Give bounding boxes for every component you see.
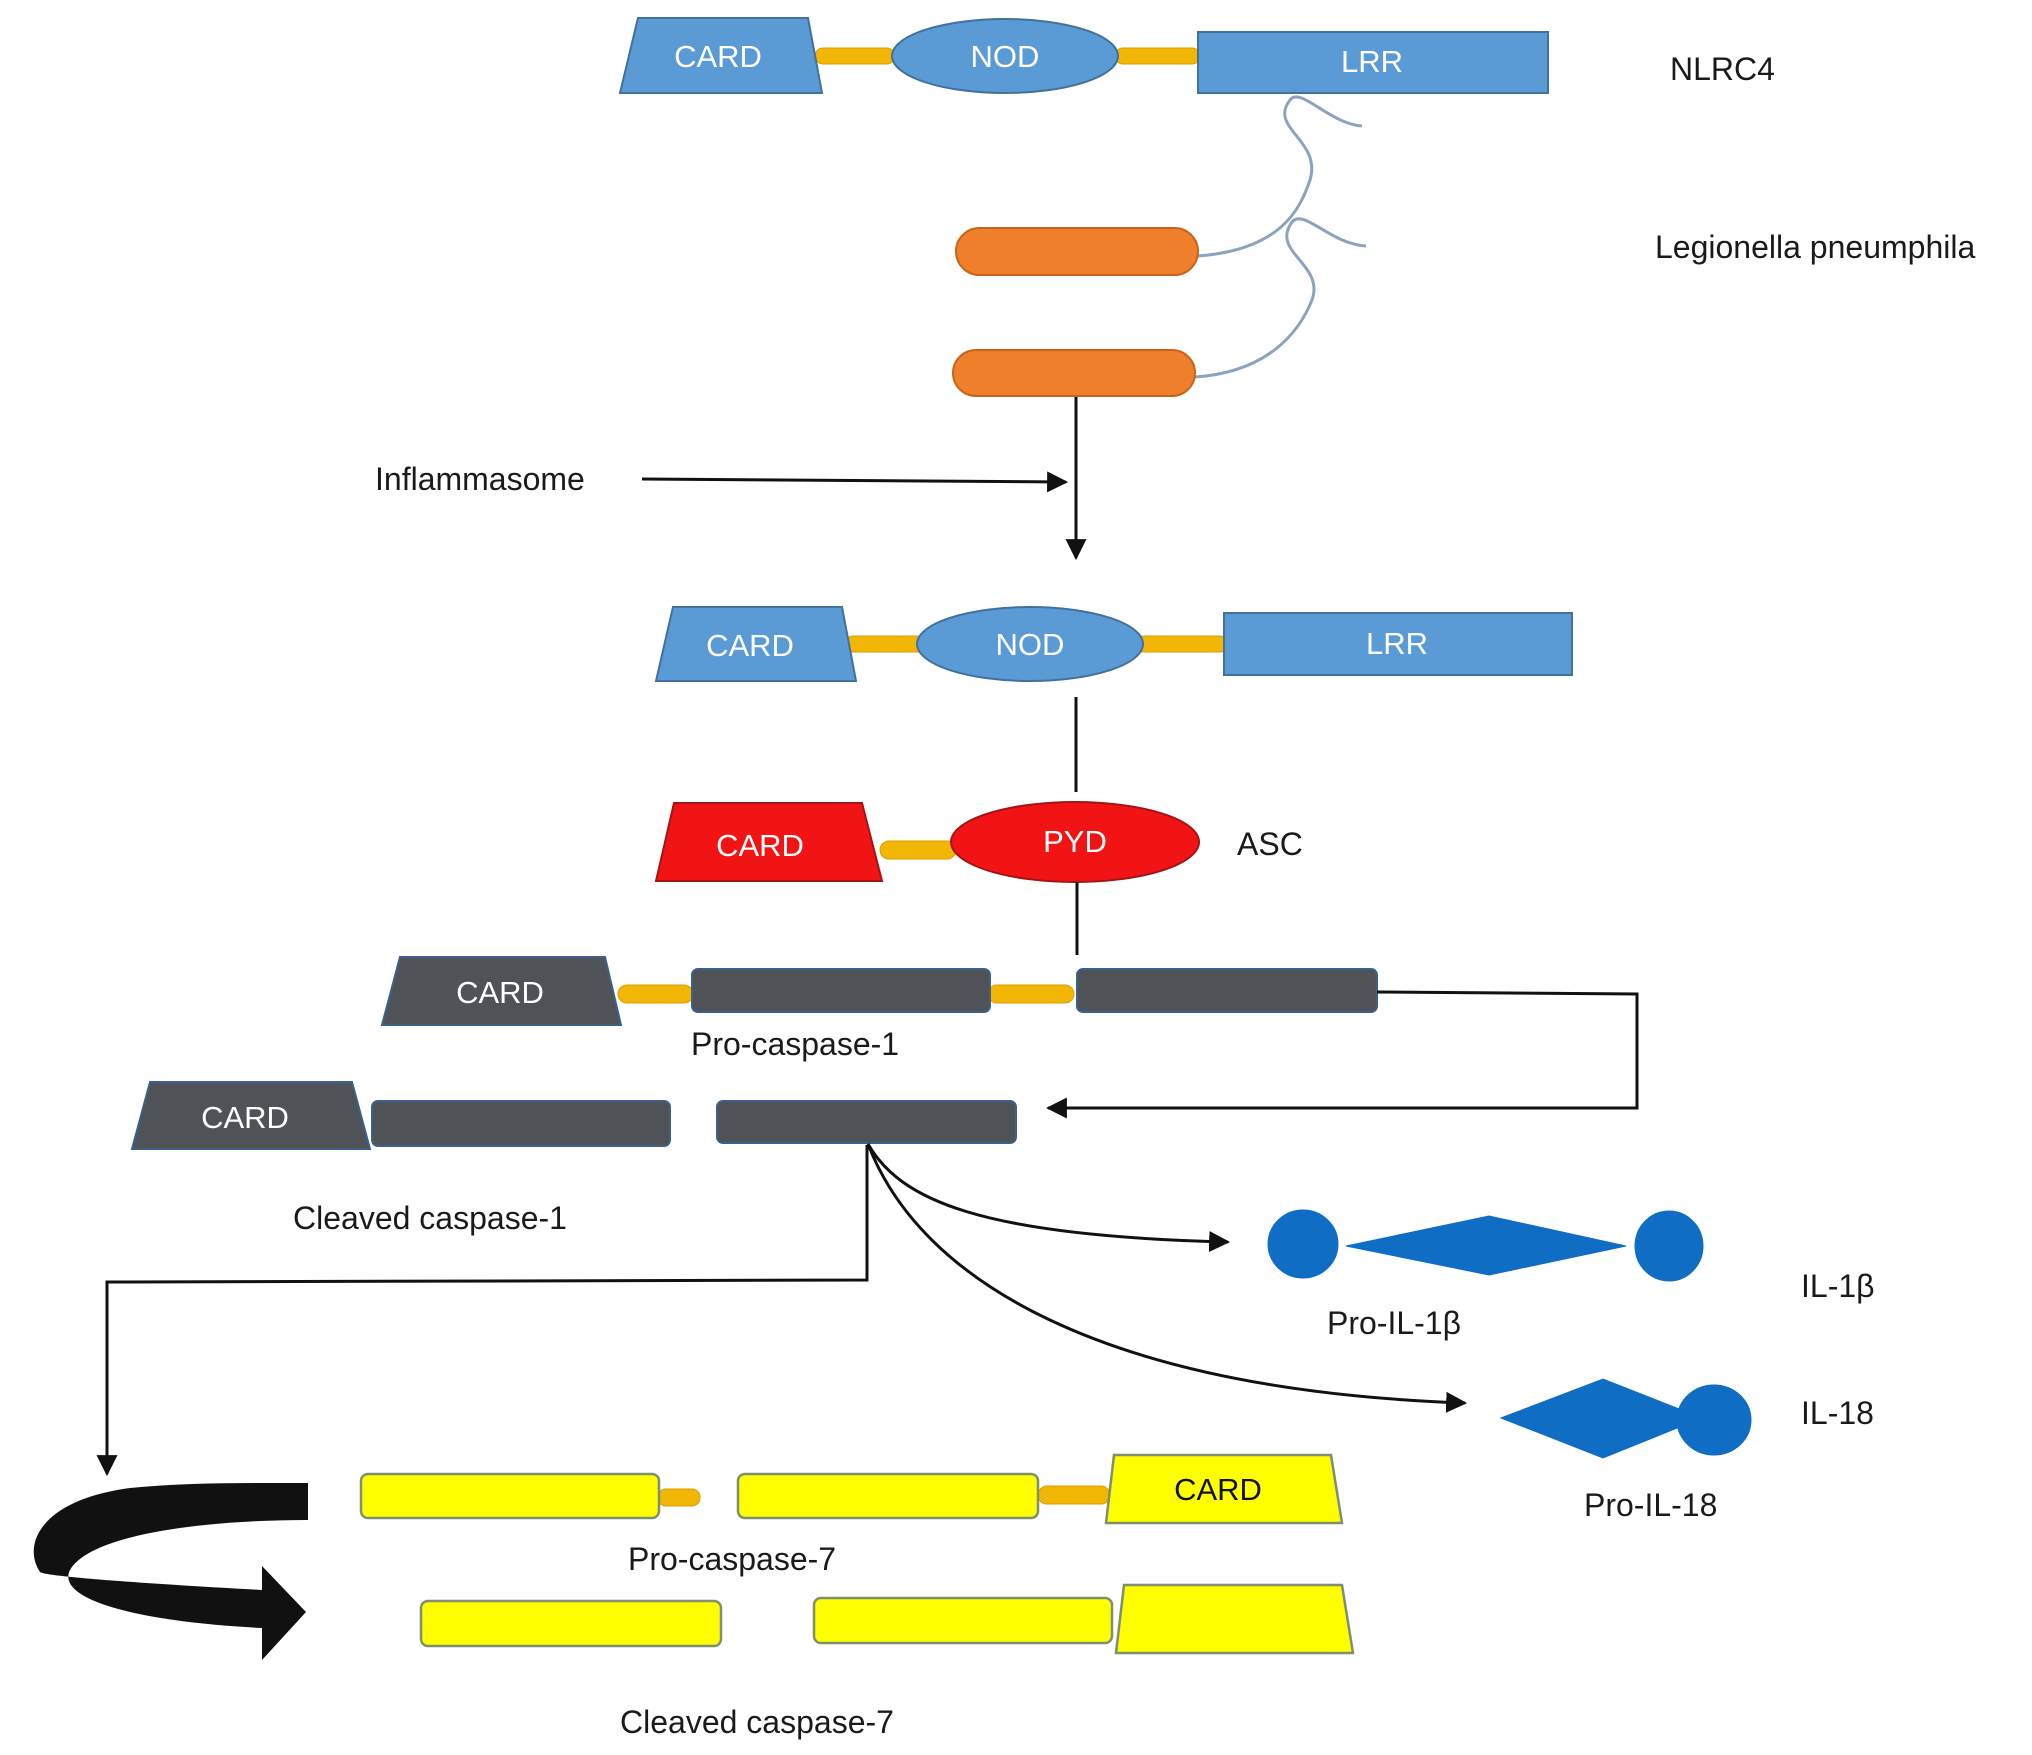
bacterium [955,227,1199,276]
pro-caspase-1: CARD [380,956,1378,1026]
card-domain [380,956,623,1026]
p20-subunit [359,1472,661,1520]
cleaved-caspase-1-label: Cleaved caspase-1 [293,1200,567,1236]
inflammasome-arrow [641,471,1069,493]
card-label: CARD [706,628,794,663]
card-domain [1104,1453,1344,1525]
mature-domain-diamond [1499,1378,1704,1459]
prodomain-circle [1267,1209,1339,1279]
lrr-label: LRR [1341,44,1403,79]
p10-subunit [1076,968,1378,1013]
nlrc4-label: NLRC4 [1670,51,1775,87]
nod-label: NOD [971,39,1040,74]
caspase7-activation-arrow [96,1145,869,1477]
pyd-domain [950,801,1200,883]
linker [617,984,694,1004]
pro-il-1b [1267,1209,1704,1282]
linker [657,1488,701,1507]
cleaved-caspase-1: CARD [130,1081,1017,1150]
pro-caspase-7-label: Pro-caspase-7 [628,1541,836,1577]
linker [814,47,896,65]
linker [1114,47,1201,65]
pro-il-18-label: Pro-IL-18 [1584,1487,1717,1523]
inflammasome-label: Inflammasome [375,461,585,497]
linker [879,840,957,860]
pro-il-18 [1499,1378,1752,1459]
card-label: CARD [456,975,544,1010]
legionella-bacteria [952,95,1367,397]
pro-il-1b-label: Pro-IL-1β [1327,1305,1461,1341]
conversion-arrow [33,1482,309,1660]
legionella-label: Legionella pneumphila [1655,229,1975,265]
card-domain [654,802,884,882]
flagellum [1194,217,1367,379]
flagellum [1197,95,1363,258]
il-1b-label: IL-1β [1801,1268,1875,1304]
asc: CARD PYD [654,801,1200,883]
nod-label: NOD [996,627,1065,662]
lrr-label: LRR [1366,626,1428,661]
card-domain [618,17,824,94]
linker [987,984,1075,1004]
p20-subunit [371,1100,671,1147]
terminal-circle [1634,1210,1704,1282]
lrr-domain [1223,612,1573,676]
nlrc4-active: CARD NOD LRR [654,606,1573,682]
card-label: CARD [716,828,804,863]
pro-caspase-1-label: Pro-caspase-1 [691,1026,899,1062]
nod-domain [891,18,1119,94]
asc-label: ASC [1237,826,1303,862]
card-label: CARD [1174,1472,1262,1507]
linker [1037,1485,1111,1505]
il18-processing-arrow [866,1143,1468,1413]
p20-subunit [419,1599,723,1648]
nlrc4-inactive: CARD NOD LRR [618,17,1549,94]
p10-subunit [736,1472,1040,1520]
il1b-processing-arrow [866,1143,1231,1253]
cleavage-arrow [1045,990,1639,1119]
cleaved-caspase-7-label: Cleaved caspase-7 [620,1704,894,1740]
p20-subunit [691,968,991,1013]
pro-caspase-7: CARD [359,1453,1344,1525]
mature-domain-diamond [1345,1215,1627,1276]
linker [844,635,926,653]
nod-domain [916,606,1144,682]
card-domain [130,1081,372,1150]
lrr-domain [1197,31,1549,94]
card-domain [654,606,858,682]
pyd-label: PYD [1043,824,1107,859]
card-label: CARD [674,39,762,74]
p10-subunit [716,1100,1017,1144]
card-label: CARD [201,1100,289,1135]
linker [1135,635,1229,653]
il-18-label: IL-18 [1801,1395,1874,1431]
prodomain-circle [1676,1384,1752,1456]
card-domain [1114,1583,1355,1655]
cleaved-caspase-7 [419,1583,1355,1655]
p10-subunit [812,1596,1114,1645]
bacterium [952,349,1196,397]
